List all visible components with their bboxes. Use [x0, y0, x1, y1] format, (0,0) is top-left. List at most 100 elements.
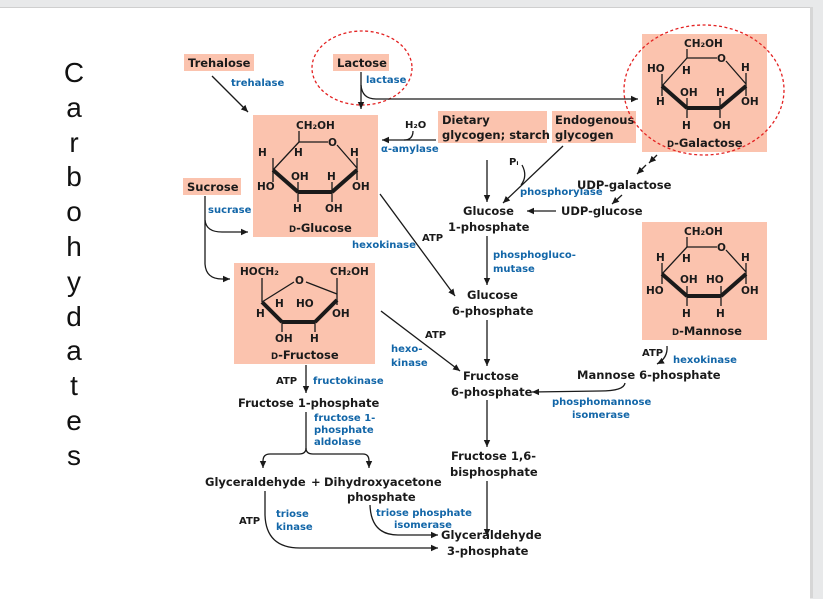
glucose-h: H [258, 147, 267, 159]
galactose-h: H [716, 87, 725, 99]
f1p-to-dhap-arrow [305, 447, 373, 468]
dhap-label-1: Dihydroxyacetone [324, 475, 442, 489]
lactose-label: Lactose [337, 56, 387, 70]
enzyme-f1p-aldolase-2: phosphate [314, 425, 374, 436]
enzyme-triose-kinase-2: kinase [276, 522, 313, 533]
mannose-6p-label: Mannose 6-phosphate [577, 368, 721, 382]
mannose-h: H [682, 253, 691, 265]
glyceraldehyde-label: Glyceraldehyde [205, 475, 306, 489]
cofactor-atp: ATP [642, 348, 663, 359]
f1p-to-glyceraldehyde-arrow [259, 447, 307, 468]
f16bp-label-2: bisphosphate [450, 465, 538, 479]
enzyme-hexokinase-mannose: hexokinase [673, 355, 737, 366]
cofactor-atp: ATP [425, 330, 446, 341]
mannose-ch2oh: CH₂OH [684, 226, 723, 238]
glucose-oh: OH [291, 171, 309, 183]
endogenous-glycogen-box [552, 111, 636, 143]
lactose-box [333, 54, 389, 71]
enzyme-trehalase: trehalase [231, 78, 284, 89]
mannose-ring-o: O [717, 242, 726, 254]
enzyme-alpha-amylase: α-amylase [381, 144, 439, 155]
glucose-box [253, 115, 378, 237]
title-letter: b [66, 161, 82, 193]
enzyme-tpi-1: triose phosphate [376, 508, 472, 519]
mannose-h: H [682, 308, 691, 320]
lactose-node: Lactose [333, 54, 389, 71]
f6p-label-1: Fructose [463, 369, 519, 383]
galactose-highlight-circle [623, 24, 785, 156]
enzyme-f1p-aldolase-3: aldolase [314, 437, 361, 448]
glyceraldehyde-to-g3p-arrow [264, 491, 438, 552]
enzyme-phosphorylase: phosphorylase [520, 187, 603, 198]
fructose-ch2oh: CH₂OH [330, 266, 369, 278]
udp-glucose-label: UDP-glucose [561, 204, 643, 218]
f6p-label-2: 6-phosphate [451, 385, 533, 399]
title-letter: e [66, 404, 82, 436]
g6p-label-1: Glucose [467, 288, 518, 302]
fructose-to-f6p-arrow [380, 310, 461, 372]
galactose-box [642, 34, 767, 152]
glucose-h: H [327, 171, 336, 183]
glucose-oh: OH [352, 181, 370, 193]
endogenous-to-g1p-arrow [502, 145, 564, 204]
mannose-h: H [741, 252, 750, 264]
fructose-box [234, 263, 375, 364]
galactose-oh: OH [713, 120, 731, 132]
enzyme-phosphoglucomutase-1: phosphogluco- [493, 250, 576, 261]
enzyme-phosphoglucomutase-2: mutase [493, 264, 535, 275]
title-letter: C [63, 57, 85, 88]
m6p-to-f6p-arrow [531, 382, 626, 396]
trehalose-to-glucose-arrow [211, 75, 249, 113]
galactose-oh: OH [680, 87, 698, 99]
g6p-label-2: 6-phosphate [452, 304, 534, 318]
fructose-h: H [256, 308, 265, 320]
title-letter: a [66, 335, 82, 367]
sucrose-to-fructose-arrow [204, 220, 230, 283]
cofactor-atp: ATP [276, 376, 297, 387]
slide-edge [810, 7, 813, 598]
enzyme-phosphomannose-2: isomerase [572, 410, 630, 421]
title-letter: t [70, 370, 78, 402]
dietary-glycogen-box [438, 111, 547, 143]
fructose-ho: HO [296, 298, 314, 310]
enzyme-triose-kinase-1: triose [276, 509, 309, 520]
udpgal-to-udpglc-arrow [611, 194, 623, 205]
galactose-name: D-Galactose [667, 136, 743, 150]
galactose-h: H [682, 120, 691, 132]
galactose-h: H [682, 65, 691, 77]
galactose-h: H [741, 62, 750, 74]
enzyme-hexokinase-glucose: hexokinase [352, 240, 416, 251]
plus-sign: + [311, 475, 321, 489]
title-letter: h [66, 230, 82, 262]
endogenous-label-2: glycogen [555, 128, 614, 142]
galactose-ho: HO [647, 63, 665, 75]
glucose-structure: CH₂OH O H HO H H OH OH H H OH D-Glucose [253, 115, 378, 237]
galactose-ch2oh: CH₂OH [684, 38, 723, 50]
cofactor-atp: ATP [239, 516, 260, 527]
enzyme-tpi-2: isomerase [394, 520, 452, 531]
title-letter: r [69, 126, 79, 158]
fructose-ring-o: O [295, 275, 304, 287]
glucose-ho: HO [257, 181, 275, 193]
enzyme-lactase: lactase [366, 75, 407, 86]
mannose-structure: CH₂OH O H HO H H OH OH HO H H D-Mannose [642, 222, 767, 340]
title-letter: s [67, 439, 81, 471]
mannose-name: D-Mannose [672, 324, 742, 338]
lactose-to-galactose-arrow [360, 84, 638, 103]
cofactor-h2o: H₂O [405, 120, 426, 131]
dhap-to-g3p-arrow [369, 504, 438, 539]
enzyme-sucrase: sucrase [208, 205, 252, 216]
galactose-to-udpgal-arrow-2 [636, 164, 647, 175]
mannose-to-m6p-arrow [656, 345, 668, 365]
fructose-h: H [310, 333, 319, 345]
dietary-glycogen-node: Dietary glycogen; starch [438, 111, 550, 143]
endogenous-label-1: Endogenous [555, 113, 634, 127]
title-letter: o [66, 196, 82, 228]
trehalose-node: Trehalose [184, 54, 254, 71]
title-letter: a [66, 91, 82, 123]
glucose-oh: OH [325, 203, 343, 215]
sucrose-node: Sucrose [183, 178, 241, 195]
title-letter: y [67, 265, 81, 297]
f16bp-label-1: Fructose 1,6- [451, 449, 536, 463]
enzyme-hexokinase-fructose-2: kinase [391, 358, 428, 369]
